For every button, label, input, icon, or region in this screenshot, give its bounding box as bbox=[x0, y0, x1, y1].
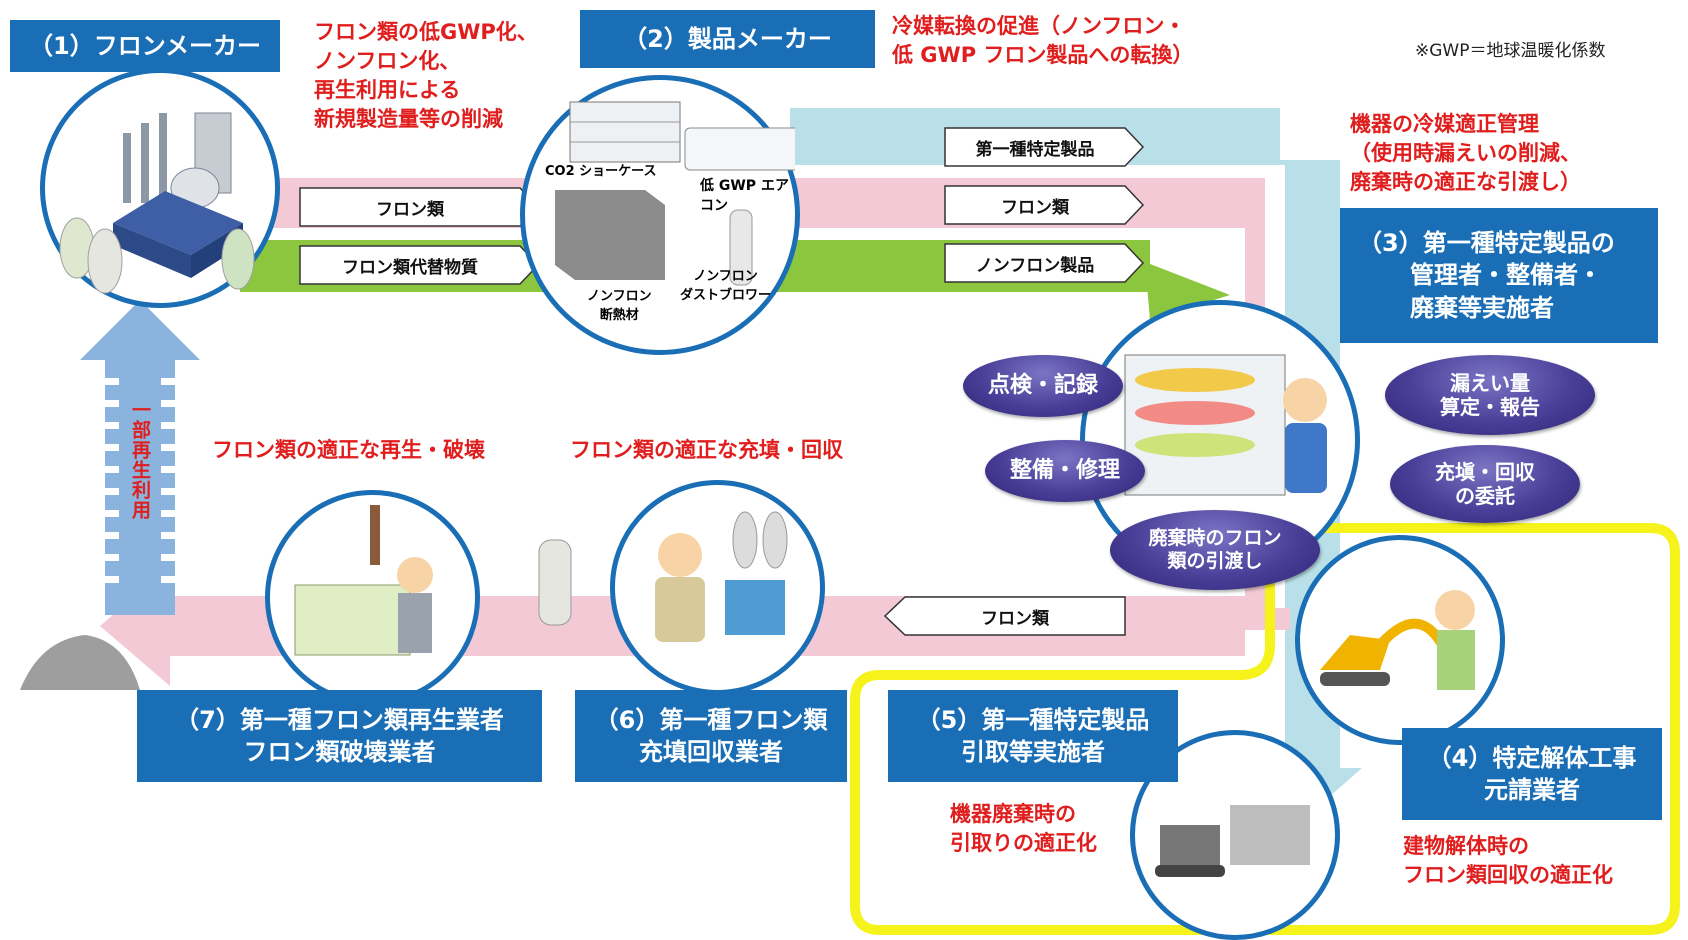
pill-maintenance-repair: 整備・修理 bbox=[985, 440, 1145, 502]
tag-f6 bbox=[883, 596, 1126, 636]
pill-fill-recovery-entrust: 充塡・回収 の委託 bbox=[1390, 445, 1580, 523]
tag-f4 bbox=[944, 185, 1145, 225]
tag-f3 bbox=[944, 127, 1145, 167]
flow-label-substitutes: フロン類代替物質 bbox=[342, 257, 478, 278]
highlight-outline bbox=[850, 523, 1680, 935]
tag-f2 bbox=[299, 245, 540, 285]
excavator-illustration bbox=[1320, 590, 1475, 690]
pill-leak-calculation: 漏えい量 算定・報告 bbox=[1385, 355, 1595, 435]
note-demolition-recovery: 建物解体時の フロン類回収の適正化 bbox=[1403, 834, 1613, 887]
actor-demolition-contractor: （4）特定解体工事 元請業者 bbox=[1402, 728, 1662, 820]
circle-recycler bbox=[265, 490, 480, 705]
gravel-pile bbox=[20, 635, 140, 690]
gwp-footnote: ※GWP＝地球温暖化係数 bbox=[1415, 41, 1606, 61]
recycle-label: 一部再生利用 bbox=[129, 400, 151, 520]
product-duster-label: ノンフロン ダストブロワー bbox=[680, 269, 772, 303]
factory-illustration bbox=[59, 112, 255, 294]
products-illustration bbox=[555, 101, 795, 286]
filler-illustration bbox=[655, 511, 788, 642]
actor-fluoro-maker: （1）フロンメーカー bbox=[10, 20, 280, 72]
green-arrowhead bbox=[1145, 262, 1230, 320]
recycle-arrowhead bbox=[80, 300, 200, 360]
circle-filler bbox=[610, 480, 825, 695]
actor-recycler-destroyer: （7）第一種フロン類再生業者 フロン類破壊業者 bbox=[137, 690, 542, 782]
flow-label-fluorocarbons-2: フロン類 bbox=[1001, 197, 1069, 218]
tag-f5 bbox=[944, 243, 1145, 283]
recovery-illustration bbox=[1155, 805, 1310, 877]
recycle-stripes bbox=[105, 378, 175, 583]
actor-manager: （3）第一種特定製品の 管理者・整備者・ 廃棄等実施者 bbox=[1340, 208, 1658, 343]
note-refrigerant-management: 機器の冷媒適正管理 （使用時漏えいの削減、 廃棄時の適正な引渡し） bbox=[1350, 112, 1581, 194]
note-refrigerant-conversion: 冷媒転換の促進（ノンフロン・ 低 GWP フロン製品への転換） bbox=[892, 14, 1194, 67]
flow-label-class1-products: 第一種特定製品 bbox=[975, 139, 1095, 160]
gas-cylinder-icon bbox=[538, 539, 572, 626]
recycle-plant-illustration bbox=[294, 505, 433, 656]
flow-label-nonfluoro-products: ノンフロン製品 bbox=[975, 255, 1095, 276]
pill-handover-on-disposal: 廃棄時のフロン 類の引渡し bbox=[1110, 510, 1320, 590]
product-aircon-label: 低 GWP エアコン bbox=[700, 178, 789, 214]
flow-label-fluorocarbons-return: フロン類 bbox=[981, 608, 1049, 629]
shop-illustration bbox=[1124, 354, 1327, 496]
circle-fluoro-maker bbox=[40, 68, 280, 308]
actor-product-maker: （2）製品メーカー bbox=[580, 10, 875, 68]
actor-filler-recoverer: （6）第一種フロン類 充填回収業者 bbox=[575, 690, 847, 782]
product-insulation-label: ノンフロン 断熱材 bbox=[587, 289, 652, 323]
note-filling-recovery: フロン類の適正な充填・回収 bbox=[570, 438, 843, 462]
flow-label-fluorocarbons-1: フロン類 bbox=[376, 199, 444, 220]
actor-take-back: （5）第一種特定製品 引取等実施者 bbox=[888, 690, 1178, 782]
note-take-back: 機器廃棄時の 引取りの適正化 bbox=[950, 802, 1097, 855]
circle-product-maker: CO2 ショーケース 低 GWP エアコン ノンフロン 断熱材 ノンフロン ダス… bbox=[520, 75, 800, 355]
note-maker-reduction: フロン類の低GWP化、 ノンフロン化、 再生利用による 新規製造量等の削減 bbox=[314, 20, 538, 131]
pill-inspection-record: 点検・記録 bbox=[963, 355, 1123, 417]
product-flow-band bbox=[790, 108, 1340, 770]
note-recycle-destroy: フロン類の適正な再生・破壊 bbox=[212, 438, 485, 462]
circle-demolition bbox=[1295, 535, 1505, 745]
product-showcase-label: CO2 ショーケース bbox=[545, 164, 657, 179]
